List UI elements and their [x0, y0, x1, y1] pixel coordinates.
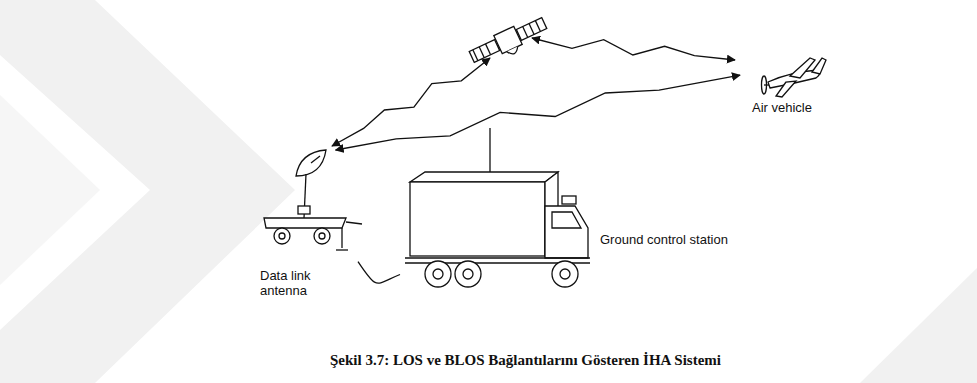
part-label: Air vehicle: [752, 100, 834, 115]
satellite: [468, 14, 551, 70]
figure-caption: Şekil 3.7: LOS ve BLOS Bağlantılarını Gö…: [330, 352, 721, 369]
part-label: Ground control station: [600, 232, 743, 247]
labelled-part: Ground control station: [400, 130, 745, 300]
satellite-link: [532, 38, 735, 60]
truck-drawing: [405, 128, 590, 287]
part-label: Data link antenna: [260, 268, 340, 298]
watermark-band: [860, 268, 977, 383]
satellite-link: [332, 58, 490, 146]
watermark-chevron: [0, 0, 295, 383]
radio-link: [336, 75, 740, 150]
labelled-part: Air vehicle: [740, 50, 835, 118]
watermark-chevron: [0, 95, 100, 285]
antenna-trailer-drawing: [264, 150, 362, 250]
cable: [358, 262, 400, 284]
air-vehicle-drawing: [762, 58, 827, 97]
labelled-part: Data link antenna: [256, 150, 358, 305]
